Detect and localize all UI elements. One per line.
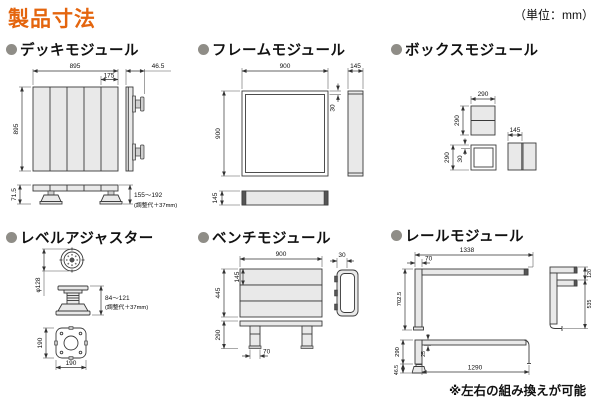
deck-section-label: デッキモジュール [20, 42, 139, 59]
rail-bottom-view: 290 46.5 25 1290 [394, 334, 531, 375]
bench-section-label: ベンチモジュール [212, 230, 331, 247]
frame-section-label: フレームモジュール [212, 42, 346, 59]
dim-deck-side: 46.5 [152, 63, 165, 70]
bullet-icon [6, 43, 17, 55]
section-frame-module: フレームモジュール 900 900 30 145 [198, 40, 392, 228]
dim-deck-slat: 175 [104, 73, 115, 80]
adjuster-base-view: 190 190 [37, 326, 88, 370]
bullet-icon [6, 231, 17, 243]
dim-rail-leg: 290 [395, 347, 401, 357]
dim-adjuster-base-h: 190 [37, 337, 44, 348]
dim-box-height: 290 [454, 115, 461, 126]
adjuster-section-label: レベルアジャスター [20, 230, 154, 247]
adjuster-section-header: レベルアジャスター [6, 228, 196, 247]
bench-section-header: ベンチモジュール [198, 228, 392, 247]
dim-rail-side: 535 [587, 300, 593, 309]
bench-profile-view: 290 70 [215, 320, 323, 359]
section-deck-module: デッキモジュール 895 175 895 [6, 40, 196, 228]
adjuster-drawing: φ128 84～121 (調整代＋37mm) [35, 247, 148, 370]
dim-box-thick: 30 [457, 155, 464, 163]
dim-bench-height: 445 [215, 287, 222, 298]
section-level-adjuster: レベルアジャスター φ128 [6, 228, 196, 398]
dim-frame-bar-w: 145 [350, 63, 361, 70]
rail-section-label: レールモジュール [405, 228, 524, 245]
dim-rail-offset: 70 [425, 256, 433, 263]
rail-section-header: レールモジュール [391, 226, 597, 245]
dim-frame-bar-h: 145 [212, 192, 219, 203]
rail-side-view: 120 535 [549, 266, 593, 331]
box-side-view: 145 [507, 127, 537, 171]
dim-deck-width: 895 [70, 63, 81, 70]
box-front-view: 290 290 [454, 91, 496, 136]
section-bench-module: ベンチモジュール 900 445 145 3 [198, 228, 392, 398]
page-title: 製品寸法 [8, 8, 96, 31]
adjuster-side-view: 84～121 (調整代＋37mm) [55, 285, 148, 316]
section-box-module: ボックスモジュール 290 290 290 30 [391, 40, 595, 228]
dim-adjuster-dia: φ128 [35, 277, 42, 292]
bullet-icon [198, 43, 209, 55]
frame-drawing: 900 900 30 145 145 [212, 63, 364, 206]
dim-box-frame-h: 290 [444, 152, 451, 163]
box-frame-view: 290 30 [444, 138, 497, 171]
dim-deck-height: 895 [13, 123, 20, 134]
dim-deck-range: 155～192 [134, 192, 163, 199]
frame-side-bar: 145 [347, 63, 364, 177]
dim-adjuster-range: 84～121 [105, 295, 130, 302]
unit-label: （単位：mm） [514, 8, 594, 22]
deck-side-view: 46.5 [125, 63, 171, 172]
bullet-icon [391, 229, 402, 241]
dim-rail-gap: 25 [421, 351, 427, 357]
section-rail-module: レールモジュール 1338 70 702.5 [391, 226, 597, 400]
bench-front-view: 900 445 145 [215, 251, 323, 318]
dim-adjuster-range-note: (調整代＋37mm) [105, 303, 148, 311]
dim-rail-foot: 46.5 [394, 365, 400, 375]
box-drawing: 290 290 290 30 145 [444, 91, 537, 171]
dim-bench-thick: 30 [338, 252, 346, 259]
dim-box-width: 290 [478, 91, 489, 98]
dim-deck-range-note: (調整代＋37mm) [134, 201, 177, 209]
dim-bench-leg-h: 290 [215, 329, 222, 340]
dim-adjuster-base-w: 190 [66, 360, 77, 367]
dim-box-half: 145 [510, 127, 521, 134]
box-section-label: ボックスモジュール [405, 42, 539, 59]
dim-bench-slat: 145 [234, 271, 241, 282]
dim-deck-foot: 71.5 [11, 188, 18, 201]
dim-frame-width: 900 [280, 63, 291, 70]
deck-drawing: 895 175 895 46.5 [11, 63, 177, 209]
deck-top-view: 895 175 895 [13, 63, 119, 172]
rail-drawing: 1338 70 702.5 120 535 [394, 247, 593, 398]
dim-rail-top: 120 [587, 269, 593, 278]
dim-rail-height: 702.5 [397, 292, 403, 307]
dim-rail-bottom: 1290 [468, 365, 483, 372]
rail-main-view: 1338 70 702.5 [397, 247, 534, 331]
dim-frame-thick: 30 [330, 104, 337, 112]
box-section-header: ボックスモジュール [391, 40, 595, 59]
bench-drawing: 900 445 145 30 [215, 251, 359, 359]
deck-section-header: デッキモジュール [6, 40, 196, 59]
dim-bench-width: 900 [276, 251, 287, 258]
bullet-icon [391, 43, 402, 55]
bench-side-bracket: 30 [330, 252, 359, 317]
deck-profile-view: 71.5 155～192 (調整代＋37mm) [11, 184, 177, 209]
dim-frame-height: 900 [215, 128, 222, 139]
dim-bench-leg-w: 70 [263, 349, 271, 356]
rail-note: ※左右の組み換えが可能 [449, 383, 587, 398]
dim-rail-width: 1338 [460, 247, 475, 254]
adjuster-top-view: φ128 [35, 247, 85, 296]
bullet-icon [198, 231, 209, 243]
frame-top-view: 900 900 30 [215, 63, 341, 177]
frame-bottom-bar: 145 [212, 190, 329, 206]
frame-section-header: フレームモジュール [198, 40, 392, 59]
